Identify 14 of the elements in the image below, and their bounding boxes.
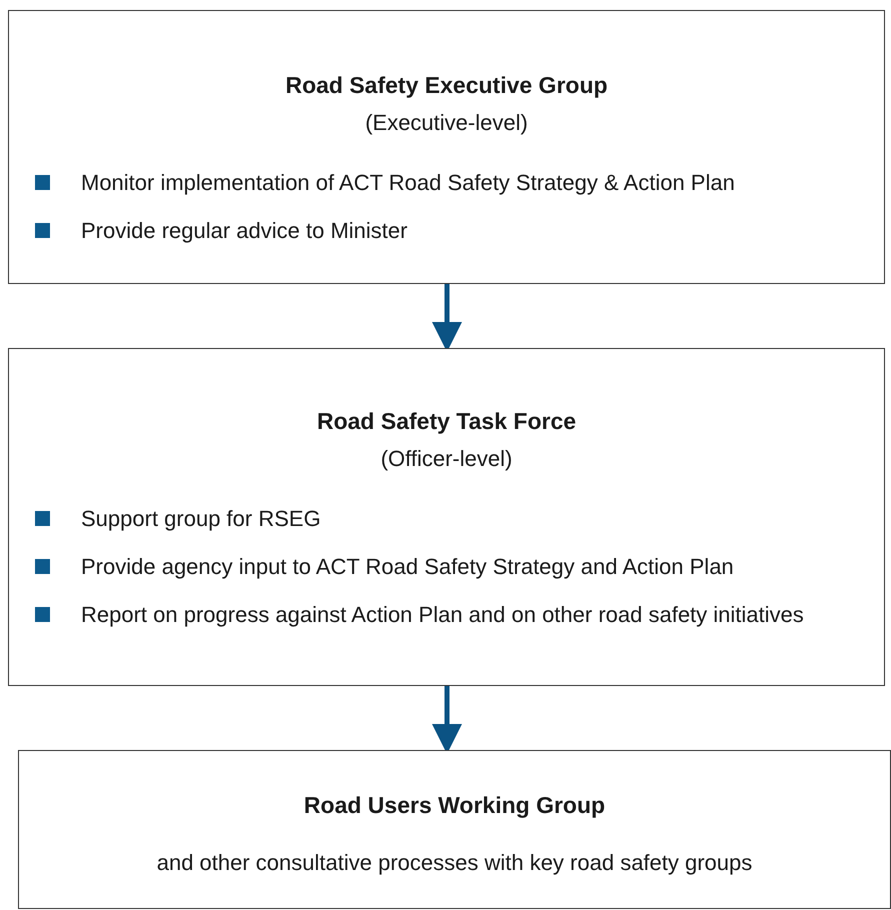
group-level: (Officer-level) [380,445,514,473]
group-level: (Executive-level) [364,109,529,137]
group-description: and other consultative processes with key road safety groups [156,849,754,877]
group-box [18,750,891,909]
group-title: Road Safety Executive Group [284,71,609,99]
bullet-text: Report on progress against Action Plan and on other road safety initiatives [81,601,804,629]
bullet-text: Support group for RSEG [81,505,321,533]
group-title: Road Safety Task Force [316,407,578,435]
bullet-text: Provide regular advice to Minister [81,217,408,245]
group-box [8,348,885,686]
bullet-text: Provide agency input to ACT Road Safety Strategy and Action Plan [81,553,734,581]
group-box [8,10,885,284]
group-title: Road Users Working Group [302,791,606,819]
bullet-text: Monitor implementation of ACT Road Safety Strategy & Action Plan [81,169,735,197]
